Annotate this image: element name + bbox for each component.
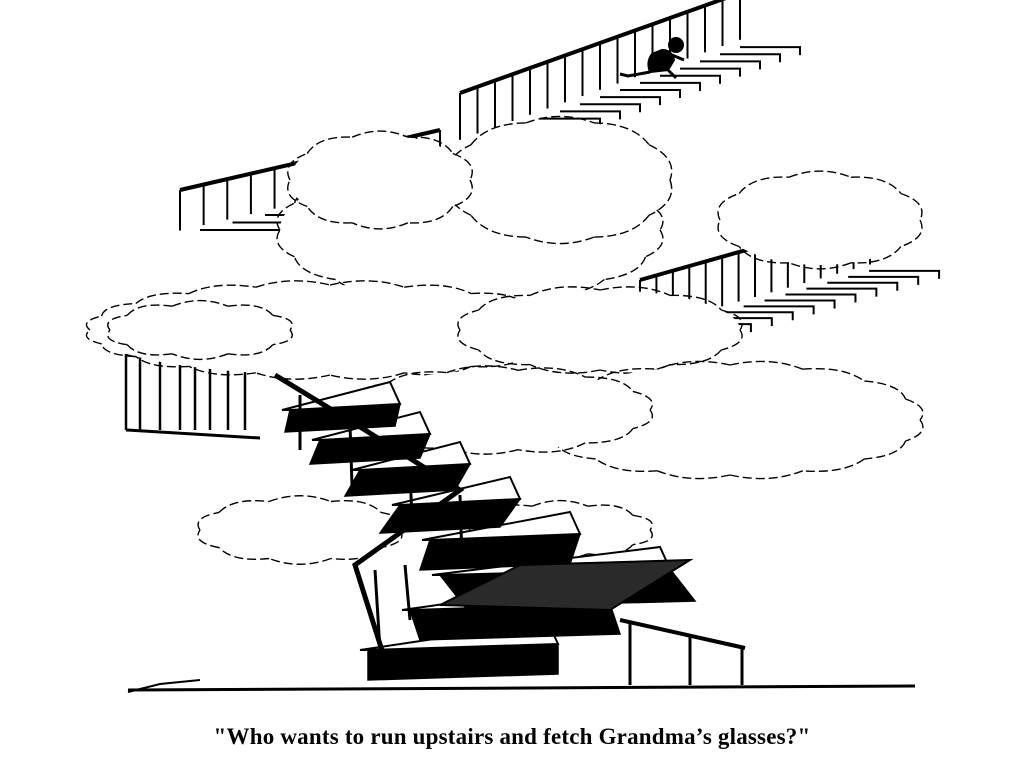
staircase-cartoon-illustration (85, 0, 941, 693)
top-stair-flight (459, 0, 801, 148)
cloud-layer (85, 115, 924, 565)
cartoon-caption: "Who wants to run upstairs and fetch Gra… (213, 724, 811, 749)
bottom-stair-flight (273, 372, 746, 685)
child-climbing-figure (619, 37, 685, 80)
ground-line (127, 679, 916, 693)
